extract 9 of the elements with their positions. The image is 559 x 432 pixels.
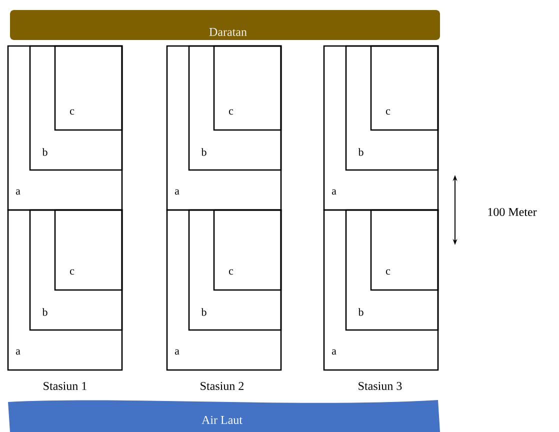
inner-plot-box: c xyxy=(370,209,439,291)
inner-plot-box: c xyxy=(54,45,123,131)
land-band: Daratan xyxy=(10,10,440,40)
inner-plot-box: c xyxy=(213,209,282,291)
inner-plot-box: c xyxy=(370,45,439,131)
sea-band: Air Laut xyxy=(8,400,440,432)
dimension-label: 100 Meter xyxy=(488,208,537,216)
inner-plot-box: c xyxy=(54,209,123,291)
inner-plot-box: c xyxy=(213,45,282,131)
